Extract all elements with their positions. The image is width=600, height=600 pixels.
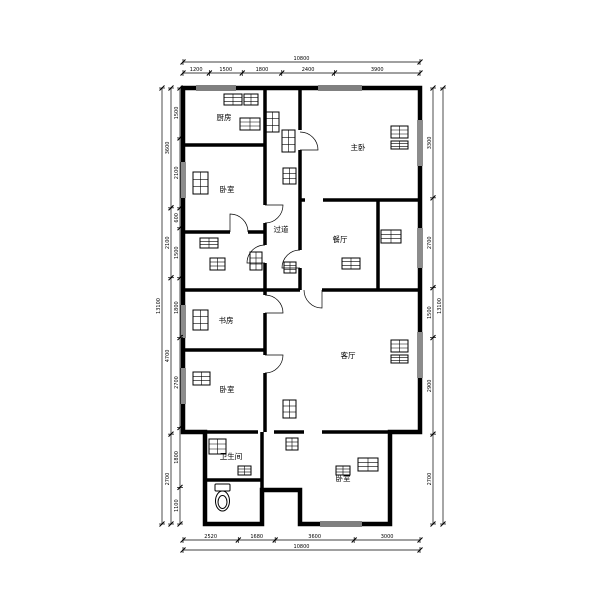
dimension-text: 1500 (174, 246, 180, 259)
fixture-icon (192, 371, 211, 386)
dimension-text: 1800 (174, 451, 180, 464)
dimension-text: 1680 (250, 534, 263, 540)
fixture-icon (390, 339, 409, 353)
dimension-chain: 13100 (156, 85, 165, 527)
fixture-icon (341, 257, 361, 270)
dimension-chain: 10800 (180, 56, 423, 65)
window-symbol (180, 162, 186, 198)
fixture-icon (283, 261, 297, 274)
dimension-text: 1100 (174, 499, 180, 512)
dimension-text: 10800 (294, 56, 310, 62)
window-symbol (180, 368, 186, 404)
dimension-text: 2520 (204, 534, 217, 540)
room-label: 卧室 (220, 184, 235, 194)
dimension-text: 4700 (165, 350, 171, 363)
dimension-text: 2900 (427, 380, 433, 393)
fixture-icon (281, 129, 296, 153)
dimension-text: 3300 (427, 137, 433, 150)
room-label: 书房 (219, 315, 234, 325)
window-symbol (318, 85, 362, 91)
window-symbol (320, 521, 362, 527)
dimension-chain: 1200 1500 1800 2400 3900 (180, 67, 423, 76)
dimension-text: 2400 (302, 67, 315, 73)
door-arc (303, 289, 323, 309)
fixture-icon (335, 465, 351, 476)
fixtures-layer (192, 93, 409, 476)
fixture-icon (249, 251, 263, 271)
dimension-chain: 10800 (180, 544, 423, 553)
dimension-text: 10800 (294, 544, 310, 550)
fixture-icon (282, 167, 297, 185)
window-symbol (417, 120, 423, 166)
fixture-icon (380, 229, 402, 244)
dimension-text: 3600 (165, 142, 171, 155)
room-label: 卧室 (336, 473, 351, 483)
window-symbols (180, 85, 423, 527)
dimension-text: 1500 (427, 306, 433, 319)
fixture-icon (192, 171, 209, 195)
fixture-icon (390, 140, 409, 150)
dimension-text: 3000 (381, 534, 394, 540)
dimension-text: 13100 (156, 298, 162, 314)
room-label: 卫生间 (220, 451, 243, 461)
room-label: 餐厅 (333, 235, 348, 244)
walls (180, 85, 423, 527)
door-arc (299, 131, 319, 151)
dimension-text: 2100 (165, 236, 171, 249)
dimension-text: 2700 (427, 473, 433, 486)
fixture-icon (243, 93, 259, 106)
door-arc (281, 249, 301, 269)
fixture-icon (237, 465, 252, 476)
dimension-chain: 3300 2700 1500 2900 2700 (427, 85, 436, 527)
fixture-icon (199, 237, 219, 249)
fixture-icon (357, 457, 379, 472)
fixture-icon (192, 309, 209, 331)
dimension-text: 600 (174, 213, 180, 223)
door-arc (264, 354, 284, 374)
dimension-text: 13100 (437, 298, 443, 314)
dimension-text: 1800 (174, 301, 180, 314)
fixture-icon (239, 117, 261, 131)
window-symbol (417, 332, 423, 378)
fixture-icon (223, 93, 243, 106)
fixture-icon (390, 354, 409, 364)
dimension-chains: 10800 1200 1500 1800 2400 3900 2520 1680 3600 300… (156, 56, 446, 553)
fixture-icon (285, 437, 299, 451)
dimension-text: 2700 (174, 376, 180, 389)
dimension-text: 1500 (219, 67, 232, 73)
dimension-text: 3600 (308, 534, 321, 540)
dimension-text: 1800 (256, 67, 269, 73)
fixture-icon (208, 438, 227, 455)
dimension-chain: 1500 2100 600 1500 1800 2700 1800 1100 (174, 85, 183, 527)
room-label: 卧室 (220, 384, 235, 394)
fixture-icon (390, 125, 409, 139)
interior-walls (183, 88, 420, 490)
window-symbol (196, 85, 236, 91)
fixture-icon (282, 399, 297, 419)
toilet-icon (214, 483, 231, 512)
dimension-text: 2700 (427, 236, 433, 249)
room-label: 厨房 (217, 112, 232, 122)
door-arc (264, 204, 284, 224)
dimension-text: 1200 (190, 67, 203, 73)
door-symbols (229, 131, 323, 374)
window-symbol (417, 228, 423, 268)
dimension-chain: 2520 1680 3600 3000 (180, 534, 423, 543)
dimension-text: 1500 (174, 107, 180, 120)
dimension-chain: 3600 2100 4700 2700 (165, 85, 174, 527)
dimension-text: 2700 (165, 473, 171, 486)
fixture-icon (265, 111, 280, 133)
room-label: 过道 (274, 224, 289, 234)
dimension-text: 2100 (174, 167, 180, 180)
window-symbol (180, 305, 186, 338)
room-label: 客厅 (341, 350, 356, 360)
fixture-icon (209, 257, 226, 271)
dimension-text: 3900 (371, 67, 384, 73)
door-arc (229, 213, 249, 233)
door-arc (264, 294, 284, 314)
dimension-chain: 13100 (437, 85, 446, 527)
room-label: 主卧 (351, 142, 366, 152)
